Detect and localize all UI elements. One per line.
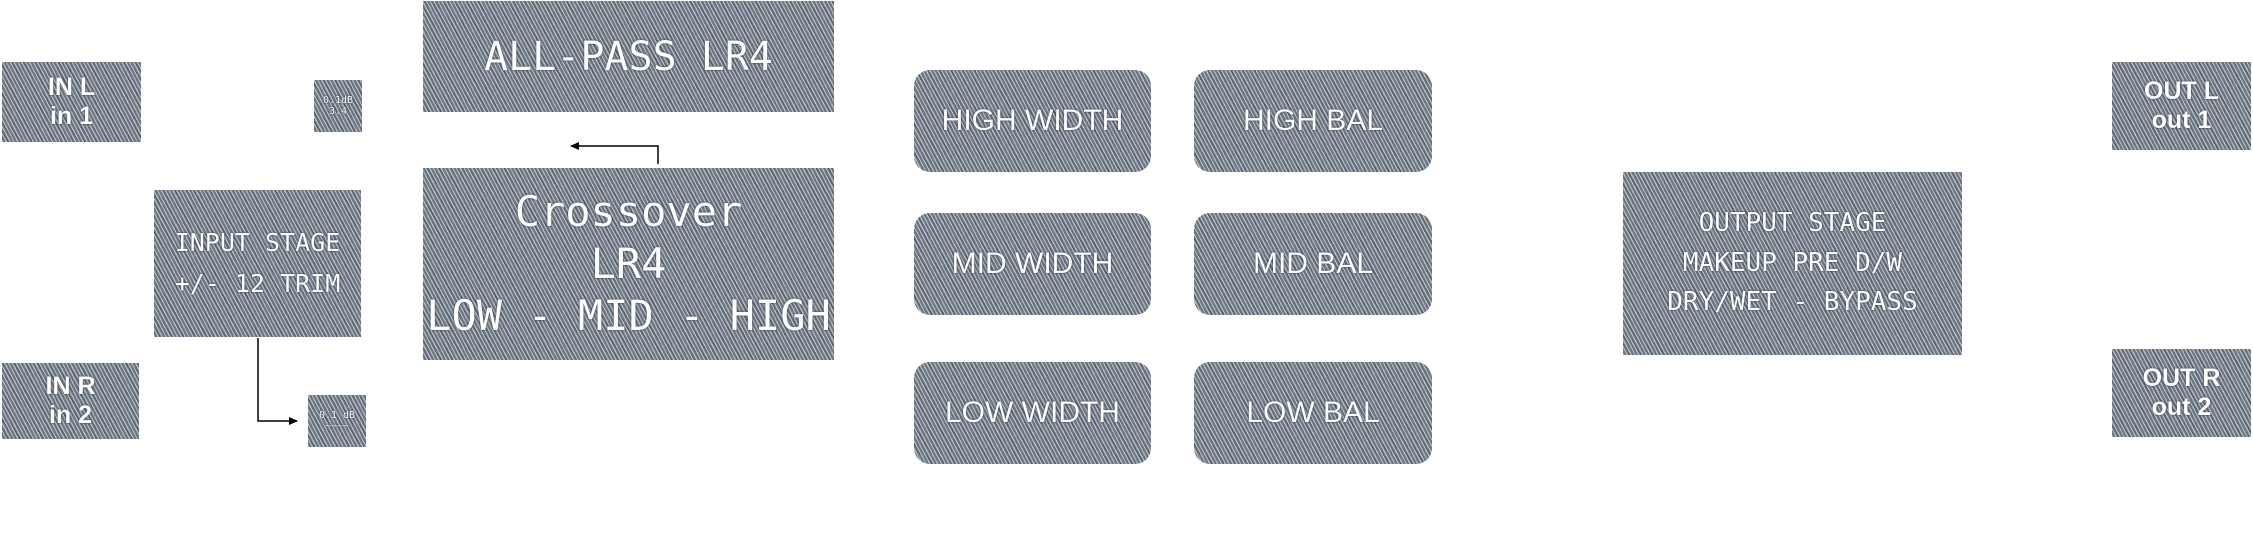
mid-balance-label: MID BAL bbox=[1252, 246, 1374, 280]
low-width-node: LOW WIDTH bbox=[914, 362, 1151, 464]
allpass-node: ALL-PASS LR4 bbox=[423, 1, 834, 112]
low-width-label: LOW WIDTH bbox=[945, 395, 1120, 429]
input-left-node: IN L in 1 bbox=[2, 62, 141, 142]
trim-gain-top-sub: 3.4 bbox=[328, 106, 348, 117]
mid-balance-node: MID BAL bbox=[1194, 213, 1432, 315]
crossover-node: Crossover LR4 LOW - MID - HIGH bbox=[423, 168, 834, 360]
input-stage-title: INPUT STAGE bbox=[174, 227, 341, 257]
input-right-node: IN R in 2 bbox=[2, 363, 139, 439]
trim-gain-bottom-node: 0.1 dB ~~~~ bbox=[308, 395, 366, 447]
output-stage-makeup: MAKEUP PRE D/W bbox=[1682, 247, 1903, 278]
input-stage-node: INPUT STAGE +/- 12 TRIM bbox=[154, 190, 361, 337]
output-stage-drywet: DRY/WET - BYPASS bbox=[1667, 287, 1918, 318]
input-left-label: IN L bbox=[47, 73, 96, 102]
connector-inputstage-to-gain bbox=[257, 338, 298, 425]
trim-gain-bottom-value: 0.1 dB bbox=[318, 409, 356, 421]
output-stage-title: OUTPUT STAGE bbox=[1698, 207, 1887, 238]
output-right-label: OUT R bbox=[2142, 364, 2221, 393]
high-width-label: HIGH WIDTH bbox=[941, 103, 1124, 137]
crossover-title: Crossover bbox=[514, 186, 743, 236]
high-balance-label: HIGH BAL bbox=[1242, 103, 1384, 137]
output-left-node: OUT L out 1 bbox=[2112, 62, 2251, 150]
connector-crossover-to-allpass bbox=[570, 142, 659, 164]
mid-width-node: MID WIDTH bbox=[914, 213, 1151, 315]
output-stage-node: OUTPUT STAGE MAKEUP PRE D/W DRY/WET - BY… bbox=[1623, 172, 1962, 355]
output-right-port: out 2 bbox=[2151, 393, 2212, 421]
trim-gain-top-value: 0.1dB bbox=[322, 94, 354, 106]
low-balance-label: LOW BAL bbox=[1246, 395, 1380, 429]
high-width-node: HIGH WIDTH bbox=[914, 70, 1151, 172]
allpass-label: ALL-PASS LR4 bbox=[484, 33, 773, 80]
trim-gain-top-node: 0.1dB 3.4 bbox=[314, 80, 362, 132]
output-left-label: OUT L bbox=[2144, 77, 2219, 106]
trim-gain-bottom-sub: ~~~~ bbox=[324, 421, 350, 432]
output-right-node: OUT R out 2 bbox=[2112, 349, 2251, 437]
input-right-port: in 2 bbox=[48, 401, 93, 429]
high-balance-node: HIGH BAL bbox=[1194, 70, 1432, 172]
output-left-port: out 1 bbox=[2151, 106, 2212, 134]
input-right-label: IN R bbox=[45, 372, 96, 401]
crossover-type: LR4 bbox=[590, 238, 667, 288]
input-left-port: in 1 bbox=[49, 102, 94, 130]
input-stage-trim: +/- 12 TRIM bbox=[174, 268, 341, 298]
mid-width-label: MID WIDTH bbox=[951, 246, 1114, 280]
crossover-bands: LOW - MID - HIGH bbox=[426, 291, 831, 341]
low-balance-node: LOW BAL bbox=[1194, 362, 1432, 464]
